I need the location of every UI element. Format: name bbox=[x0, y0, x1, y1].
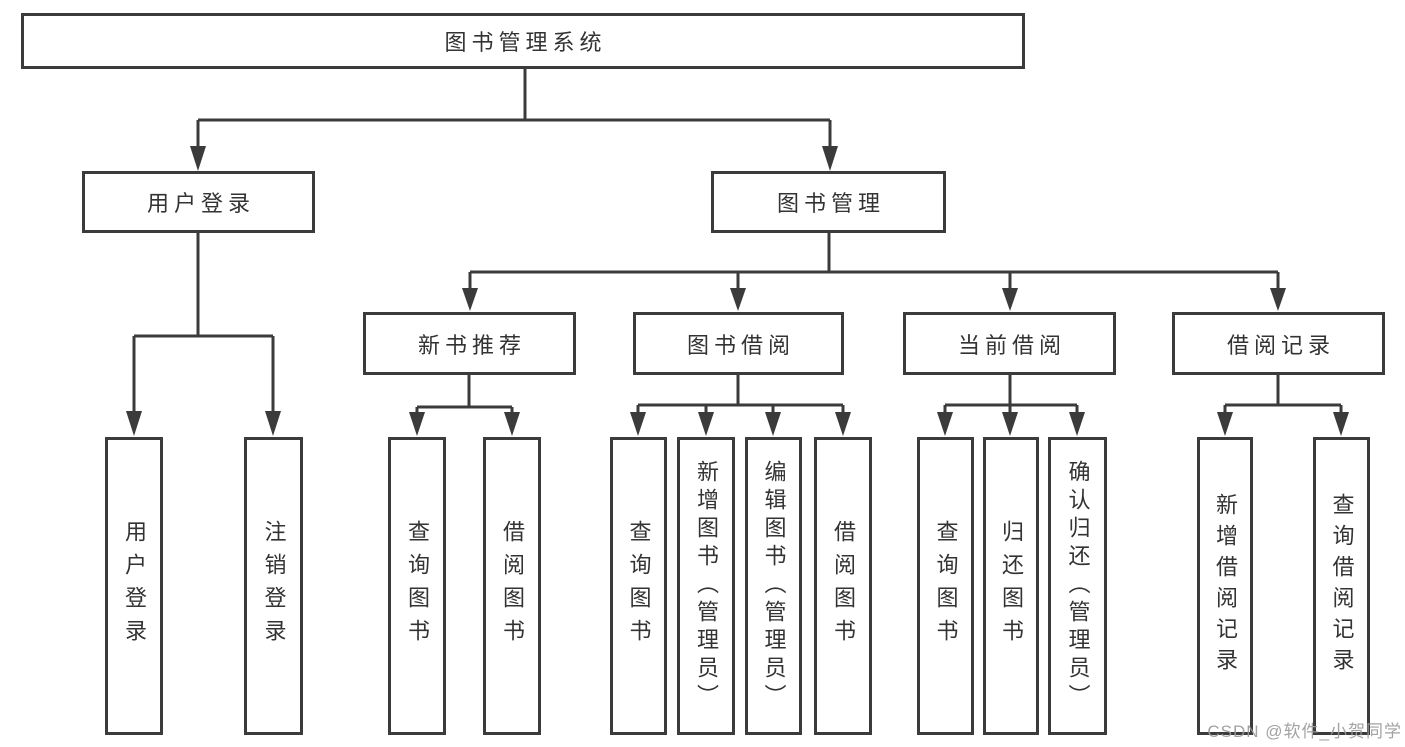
leaf-label: 查询图书 bbox=[405, 520, 430, 652]
leaf-add-books-admin: 新增图书（管理员） bbox=[677, 437, 735, 735]
node-book-borrow: 图书借阅 bbox=[633, 312, 844, 375]
leaf-label: 用户登录 bbox=[122, 520, 147, 652]
leaf-confirm-return-admin: 确认归还（管理员） bbox=[1048, 437, 1107, 735]
node-user-login-branch: 用户登录 bbox=[82, 171, 315, 233]
leaf-label: 新增图书（管理员） bbox=[694, 460, 719, 712]
leaf-label: 借阅图书 bbox=[500, 520, 525, 652]
leaf-label: 借阅图书 bbox=[831, 520, 856, 652]
leaf-label: 查询图书 bbox=[933, 520, 959, 652]
node-label: 用户登录 bbox=[146, 191, 255, 216]
leaf-return-books: 归还图书 bbox=[983, 437, 1039, 735]
leaf-label: 编辑图书（管理员） bbox=[761, 460, 787, 712]
leaf-query-books: 查询图书 bbox=[917, 437, 974, 735]
leaf-borrow-books: 借阅图书 bbox=[483, 437, 541, 735]
connector-segments bbox=[132, 69, 1343, 414]
leaf-label: 查询借阅记录 bbox=[1329, 493, 1355, 679]
leaf-logout: 注销登录 bbox=[244, 437, 303, 735]
leaf-label: 确认归还（管理员） bbox=[1065, 460, 1091, 712]
node-label: 新书推荐 bbox=[417, 332, 526, 358]
node-current-borrow: 当前借阅 bbox=[903, 312, 1116, 375]
leaf-label: 注销登录 bbox=[261, 520, 287, 652]
node-label: 当前借阅 bbox=[957, 332, 1066, 358]
leaf-query-books: 查询图书 bbox=[610, 437, 667, 735]
node-borrow-record: 借阅记录 bbox=[1172, 312, 1385, 375]
leaf-borrow-books: 借阅图书 bbox=[814, 437, 872, 735]
leaf-label: 归还图书 bbox=[999, 520, 1024, 652]
leaf-edit-books-admin: 编辑图书（管理员） bbox=[745, 437, 802, 735]
arrowheads bbox=[126, 146, 1349, 436]
node-label: 借阅记录 bbox=[1226, 332, 1335, 358]
csdn-watermark: CSDN @软件_小贺同学 bbox=[1207, 722, 1402, 741]
node-book-management-branch: 图书管理 bbox=[711, 171, 946, 233]
leaf-add-borrow-record: 新增借阅记录 bbox=[1197, 437, 1253, 735]
leaf-label: 新增借阅记录 bbox=[1213, 493, 1238, 679]
node-label: 图书借阅 bbox=[686, 332, 795, 358]
node-label: 图书管理 bbox=[776, 191, 885, 216]
node-new-book-recommend: 新书推荐 bbox=[363, 312, 576, 375]
leaf-label: 查询图书 bbox=[626, 520, 652, 652]
leaf-query-books: 查询图书 bbox=[388, 437, 446, 735]
node-root-label: 图书管理系统 bbox=[444, 30, 607, 55]
node-root-system: 图书管理系统 bbox=[21, 13, 1025, 69]
leaf-user-login: 用户登录 bbox=[105, 437, 163, 735]
leaf-query-borrow-record: 查询借阅记录 bbox=[1313, 437, 1370, 735]
